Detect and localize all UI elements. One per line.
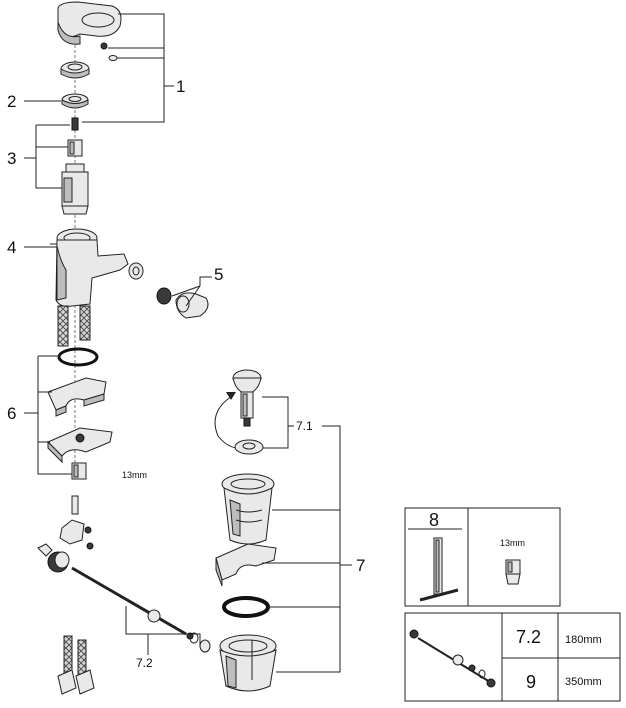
rod-row1-part: 7.2 bbox=[516, 627, 541, 647]
handle-screw bbox=[100, 42, 118, 61]
box-nut bbox=[505, 559, 521, 585]
flex-hoses bbox=[57, 305, 91, 347]
callout-2: 2 bbox=[7, 92, 16, 111]
stopper-plug bbox=[232, 369, 262, 427]
clamp-screw bbox=[37, 543, 53, 557]
leader-lines bbox=[24, 13, 352, 673]
cartridge-screw bbox=[71, 117, 79, 131]
box-wrench-size: 13mm bbox=[500, 538, 525, 548]
wrench-size-label: 13mm bbox=[122, 470, 147, 480]
waste-washer bbox=[215, 543, 277, 587]
cover-ring bbox=[60, 61, 90, 79]
waste-body-upper bbox=[221, 473, 275, 545]
rod-illustration bbox=[409, 629, 496, 688]
rotation-arrow bbox=[214, 392, 237, 449]
black-gasket bbox=[222, 596, 270, 618]
fixing-plate bbox=[47, 427, 113, 464]
rods-box: 7.2 180mm 9 350mm bbox=[404, 612, 621, 702]
callout-6: 6 bbox=[7, 404, 16, 423]
waste-body-lower bbox=[219, 634, 277, 692]
hose-connectors bbox=[57, 635, 95, 695]
tool-part-number: 8 bbox=[429, 510, 439, 530]
rod-row1-length: 180mm bbox=[565, 634, 602, 646]
aerator bbox=[156, 287, 209, 319]
callout-5: 5 bbox=[214, 265, 223, 284]
t-wrench bbox=[419, 537, 459, 602]
rod-clamp bbox=[59, 519, 94, 550]
rod-row2-part: 9 bbox=[526, 672, 536, 692]
spindle-extension bbox=[67, 139, 83, 157]
callout-3: 3 bbox=[7, 149, 16, 168]
horseshoe-washer bbox=[47, 377, 107, 417]
cartridge bbox=[61, 163, 89, 215]
ring-nut bbox=[61, 93, 89, 109]
pivot-nut bbox=[47, 551, 70, 573]
guide-rod bbox=[71, 495, 79, 515]
tap-body bbox=[50, 228, 144, 307]
o-ring bbox=[57, 347, 99, 367]
fixing-nut bbox=[71, 462, 87, 480]
rod-row2-length: 350mm bbox=[565, 676, 602, 688]
waste-seal bbox=[234, 439, 264, 455]
spout-outlet bbox=[128, 262, 144, 280]
tool-box: 8 13mm bbox=[404, 507, 561, 607]
callout-1: 1 bbox=[176, 77, 185, 96]
callout-7-2: 7.2 bbox=[136, 656, 153, 670]
pivot-rod bbox=[71, 566, 194, 640]
lever-handle bbox=[57, 1, 122, 45]
callout-7: 7 bbox=[356, 556, 365, 575]
callout-4: 4 bbox=[7, 238, 16, 257]
callout-7-1: 7.1 bbox=[296, 419, 313, 433]
